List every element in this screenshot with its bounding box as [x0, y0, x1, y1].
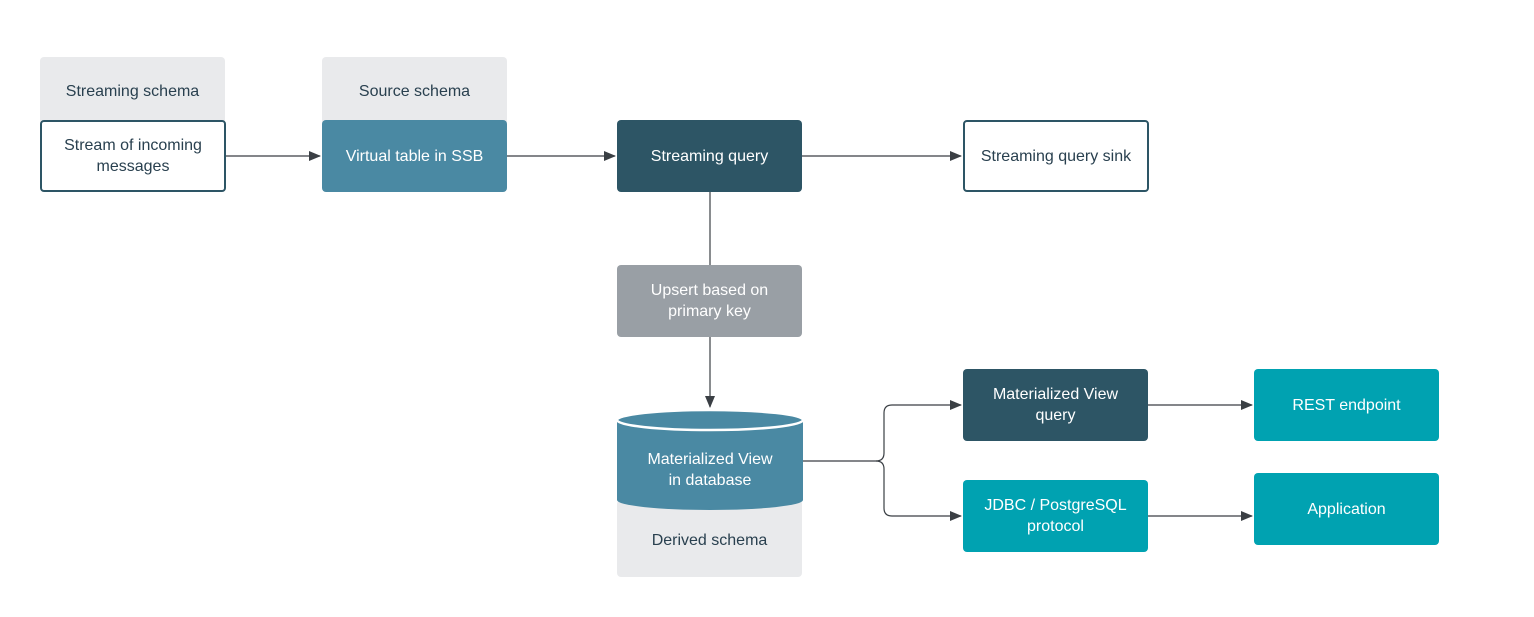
streaming-query-node: Streaming query — [617, 120, 802, 192]
stream-incoming-node: Stream of incoming messages — [40, 120, 226, 192]
application-node: Application — [1254, 473, 1439, 545]
application-text: Application — [1307, 500, 1386, 518]
source-schema-label: Source schema — [322, 57, 507, 125]
rest-endpoint-text: REST endpoint — [1292, 396, 1401, 414]
jdbc-postgresql-text: JDBC / PostgreSQL protocol — [984, 497, 1127, 535]
virtual-table-text: Virtual table in SSB — [345, 147, 484, 165]
connector-mv-branch-lower — [875, 460, 962, 521]
stream-incoming-text: Stream of incoming messages — [64, 137, 202, 175]
upsert-text: Upsert based on primary key — [650, 282, 769, 320]
streaming-query-sink-text: Streaming query sink — [980, 147, 1132, 165]
streaming-schema-text: Streaming schema — [65, 83, 200, 100]
database-cylinder-icon — [615, 408, 805, 510]
materialized-view-query-text: Materialized View query — [992, 386, 1119, 424]
rest-endpoint-node: REST endpoint — [1254, 369, 1439, 441]
materialized-view-query-node: Materialized View query — [963, 369, 1148, 441]
jdbc-postgresql-node: JDBC / PostgreSQL protocol — [963, 480, 1148, 552]
virtual-table-node: Virtual table in SSB — [322, 120, 507, 192]
derived-schema-text: Derived schema — [651, 532, 768, 549]
streaming-query-sink-node: Streaming query sink — [963, 120, 1149, 192]
streaming-query-text: Streaming query — [650, 147, 769, 165]
connector-mv-branch — [803, 400, 962, 462]
upsert-node: Upsert based on primary key — [617, 265, 802, 337]
materialized-view-database-node: Materialized View in database — [617, 430, 803, 510]
derived-schema-label: Derived schema — [617, 500, 802, 577]
streaming-schema-label: Streaming schema — [40, 57, 225, 125]
materialized-view-database-text: Materialized View in database — [647, 451, 773, 489]
source-schema-text: Source schema — [358, 83, 471, 100]
